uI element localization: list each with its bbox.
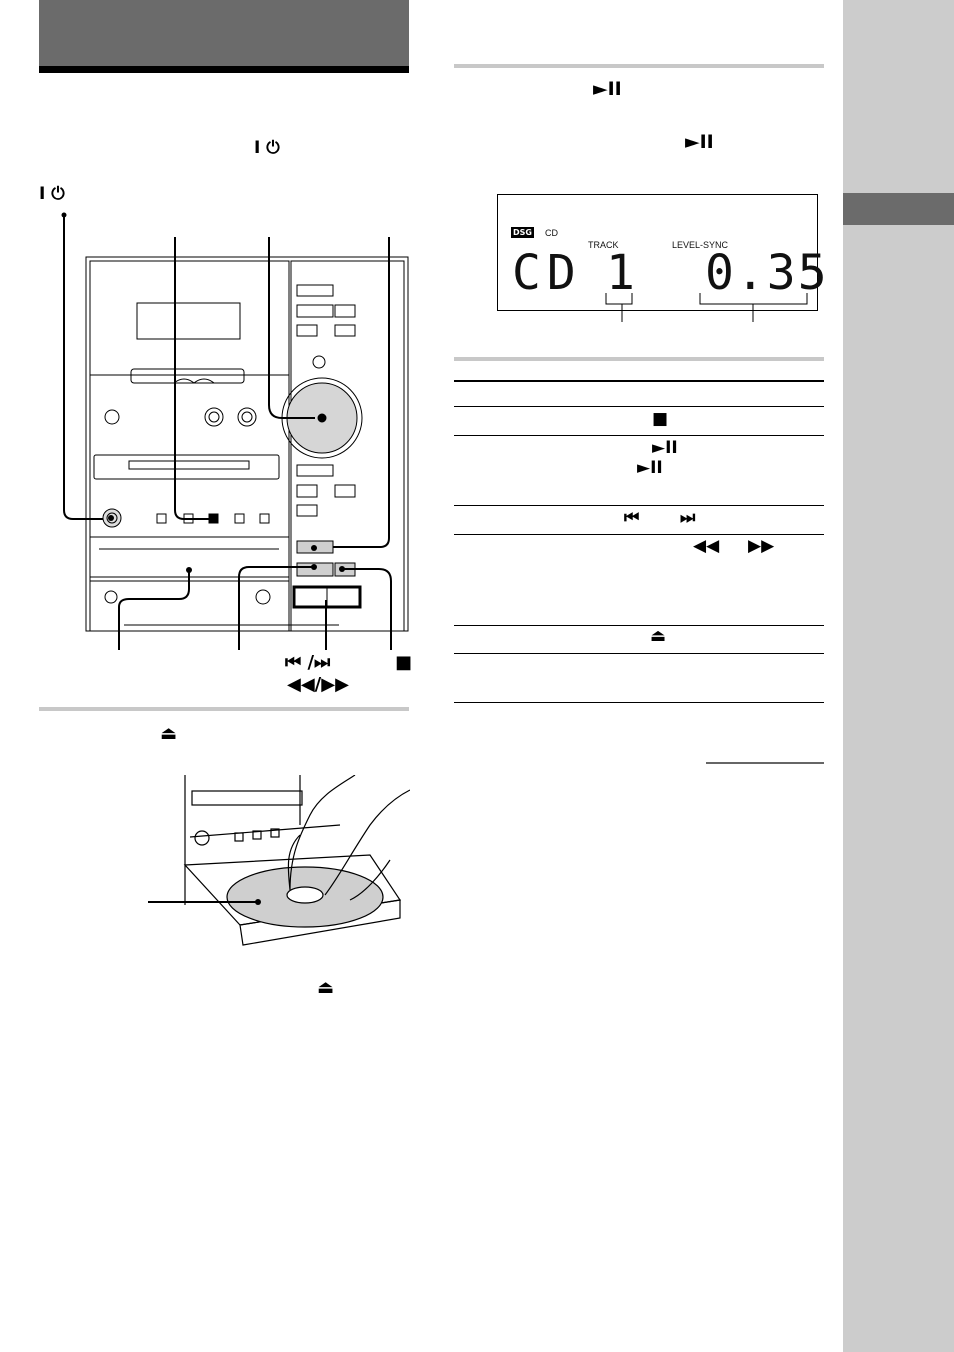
lcd-display xyxy=(497,194,818,311)
level-sync-label: LEVEL-SYNC xyxy=(672,240,729,250)
section-rule-right-top xyxy=(454,64,824,68)
rew-ff-label: ◀◀/▶▶ xyxy=(287,674,349,695)
stop-label: ■ xyxy=(395,652,413,673)
section-rule-left xyxy=(39,707,409,711)
section-tab xyxy=(843,193,954,225)
track-label: TRACK xyxy=(588,240,619,250)
display-mode-text: CD xyxy=(512,245,582,301)
table-eject-symbol: ⏏ xyxy=(650,626,667,646)
table-row-rule xyxy=(454,625,824,626)
table-row-rule xyxy=(454,505,824,506)
dsg-indicator: DSG xyxy=(511,227,534,238)
display-time: 0.35 xyxy=(705,245,829,301)
power-symbol-label: I ⏻ xyxy=(39,184,65,204)
table-row-rule xyxy=(454,702,824,703)
table-prev-symbol: ⏮ xyxy=(624,508,640,528)
eject-symbol-step2: ⏏ xyxy=(317,977,335,998)
prev-next-label: ⏮ /⏭ xyxy=(285,652,331,673)
header-block xyxy=(39,0,409,66)
cd-indicator: CD xyxy=(545,228,558,238)
table-row-rule xyxy=(454,406,824,407)
cd-insertion-illustration xyxy=(148,775,410,946)
table-play-pause-symbol: ►II xyxy=(652,438,678,458)
table-rew-symbol: ◀◀ xyxy=(693,536,720,556)
table-ff-symbol: ▶▶ xyxy=(748,536,775,556)
play-pause-symbol-inline: ►II xyxy=(685,131,714,153)
play-pause-symbol-step: ►II xyxy=(593,78,622,100)
power-symbol-inline: I ⏻ xyxy=(254,138,280,158)
table-stop-symbol: ■ xyxy=(652,409,669,429)
display-callout-brackets xyxy=(605,293,808,322)
stereo-front-panel-illustration xyxy=(61,212,409,650)
table-row-rule xyxy=(454,534,824,535)
table-next-symbol: ⏭ xyxy=(680,508,696,528)
table-header-rule xyxy=(454,380,824,382)
table-row-rule xyxy=(454,435,824,436)
table-row-rule xyxy=(454,653,824,654)
table-play-pause-symbol-2: ►II xyxy=(637,458,663,478)
side-margin-bar xyxy=(843,0,954,1352)
display-track-number: 1 xyxy=(606,245,635,301)
continued-rule xyxy=(706,762,824,764)
eject-symbol-step1: ⏏ xyxy=(160,723,178,744)
section-rule-right-table xyxy=(454,357,824,361)
header-underline xyxy=(39,66,409,73)
